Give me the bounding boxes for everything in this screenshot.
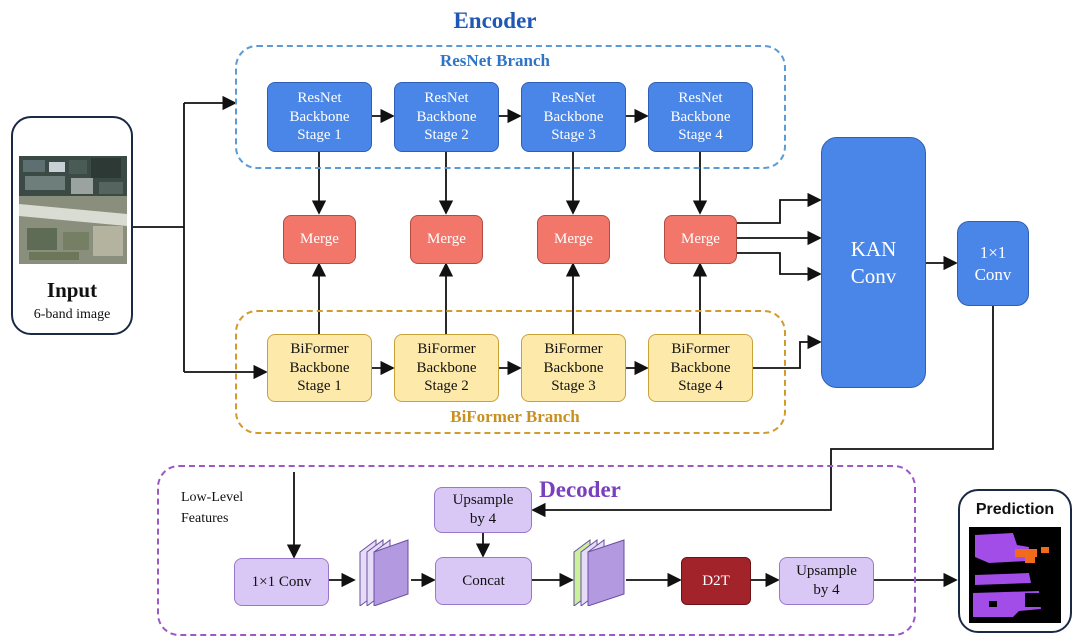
biformer-branch-title: BiFormer Branch: [450, 407, 580, 426]
prediction-title: Prediction: [975, 501, 1055, 518]
resnet-stage-2: ResNet Backbone Stage 2: [394, 82, 499, 152]
biformer-stage-2: BiFormer Backbone Stage 2: [394, 334, 499, 402]
biformer-stage-4: BiFormer Backbone Stage 4: [648, 334, 753, 402]
kan-conv-label: KAN Conv: [850, 237, 897, 288]
feature-map-stack-1: [359, 539, 409, 606]
input-card: Input 6-band image: [11, 116, 133, 335]
decoder-upsample-top: Upsample by 4: [434, 487, 532, 533]
prediction-mask-image: [969, 527, 1061, 623]
decoder-group: [157, 465, 916, 636]
biformer-stage-4-label: BiFormer Backbone Stage 4: [670, 340, 731, 395]
biformer-stage-1-label: BiFormer Backbone Stage 1: [289, 340, 350, 395]
biformer-stage-3: BiFormer Backbone Stage 3: [521, 334, 626, 402]
decoder-concat: Concat: [435, 557, 532, 605]
feature-map-stack-2: [573, 539, 625, 606]
resnet-stage-4: ResNet Backbone Stage 4: [648, 82, 753, 152]
biformer-stage-3-label: BiFormer Backbone Stage 3: [543, 340, 604, 395]
merge-2: Merge: [410, 215, 483, 264]
merge-1-label: Merge: [300, 231, 339, 248]
resnet-stage-3: ResNet Backbone Stage 3: [521, 82, 626, 152]
decoder-conv-1x1: 1×1 Conv: [234, 558, 329, 606]
merge-4-label: Merge: [681, 231, 720, 248]
decoder-concat-label: Concat: [462, 572, 505, 589]
decoder-upsample-out-label: Upsample by 4: [796, 563, 857, 598]
resnet-branch-group: [235, 45, 786, 169]
kan-conv-block: KAN Conv: [821, 137, 926, 388]
decoder-upsample-top-label: Upsample by 4: [452, 492, 514, 527]
decoder-title: Decoder: [539, 477, 621, 502]
resnet-stage-2-label: ResNet Backbone Stage 2: [416, 89, 477, 144]
resnet-stage-1: ResNet Backbone Stage 1: [267, 82, 372, 152]
merge-3-label: Merge: [554, 231, 593, 248]
merge-1: Merge: [283, 215, 356, 264]
resnet-stage-4-label: ResNet Backbone Stage 4: [670, 89, 731, 144]
biformer-branch-group: [235, 310, 786, 434]
merge-4: Merge: [664, 215, 737, 264]
decoder-d2t: D2T: [681, 557, 751, 605]
input-image-thumbnail: [19, 156, 127, 264]
resnet-stage-1-label: ResNet Backbone Stage 1: [289, 89, 350, 144]
conv-1x1-block: 1×1 Conv: [957, 221, 1029, 306]
resnet-branch-title: ResNet Branch: [439, 51, 550, 70]
prediction-card: Prediction: [958, 489, 1072, 633]
decoder-upsample-out: Upsample by 4: [779, 557, 874, 605]
decoder-conv-1x1-label: 1×1 Conv: [251, 573, 312, 590]
biformer-stage-2-label: BiFormer Backbone Stage 2: [416, 340, 477, 395]
input-title: Input: [46, 278, 98, 302]
merge-2-label: Merge: [427, 231, 466, 248]
encoder-title: Encoder: [453, 8, 537, 33]
conv-1x1-label: 1×1 Conv: [974, 243, 1012, 284]
decoder-d2t-label: D2T: [702, 572, 730, 589]
low-level-features-label: Low-Level Features: [181, 490, 244, 526]
biformer-stage-1: BiFormer Backbone Stage 1: [267, 334, 372, 402]
resnet-stage-3-label: ResNet Backbone Stage 3: [543, 89, 604, 144]
merge-3: Merge: [537, 215, 610, 264]
input-subtitle: 6-band image: [33, 307, 111, 322]
